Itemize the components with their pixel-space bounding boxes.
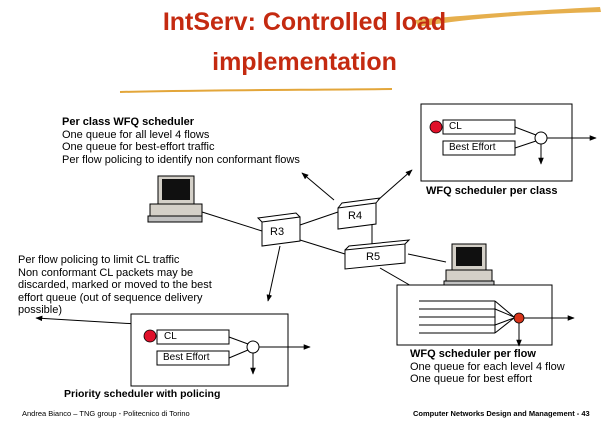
- queue-cl-top-label: CL: [449, 121, 462, 132]
- policing-line: possible): [18, 304, 63, 316]
- box-priority-scheduler: [130, 313, 289, 387]
- policing-line: Non conformant CL packets may be: [18, 266, 194, 279]
- slide-title-line1: IntServ: Controlled load: [162, 8, 447, 36]
- router-r4-label: R4: [348, 210, 363, 222]
- computer-left-icon: [147, 175, 203, 223]
- priority-scheduler-caption: Priority scheduler with policing: [64, 388, 221, 400]
- queue-be-bottom-label: Best Effort: [163, 352, 210, 363]
- footer-left: Andrea Bianco – TNG group - Politecnico …: [22, 409, 190, 418]
- cl-dot-top: [429, 120, 443, 134]
- scheduler-node-bottom: [246, 340, 260, 354]
- per-class-line: One queue for best-effort traffic: [62, 141, 215, 153]
- per-class-block: Per class WFQ scheduler One queue for al…: [62, 116, 300, 166]
- arrow-r4-to-perclass: [301, 172, 335, 201]
- cl-dot-bottom: [143, 329, 157, 343]
- link-r3-r5: [299, 239, 346, 255]
- policing-line: effort queue (out of sequence delivery: [18, 291, 203, 304]
- link-r5-pc: [407, 253, 447, 263]
- queue-be-top-label: Best Effort: [449, 142, 496, 153]
- router-r3: [256, 212, 301, 247]
- per-class-line: Per flow policing to identify non confor…: [62, 153, 300, 166]
- footer-right: Computer Networks Design and Management …: [413, 409, 590, 418]
- link-r3-r4: [299, 211, 339, 226]
- scheduler-node-top: [534, 131, 548, 145]
- arrow-r3-to-bottombox: [266, 245, 281, 302]
- flow-scheduler-dot: [513, 312, 525, 324]
- wfq-per-flow-line: One queue for each level 4 flow: [410, 360, 565, 373]
- per-class-heading: Per class WFQ scheduler: [62, 116, 195, 128]
- flow-queues: [419, 300, 515, 334]
- wfq-per-class-caption: WFQ scheduler per class: [426, 185, 558, 197]
- slide-title-line2: implementation: [212, 48, 397, 76]
- queue-be-bottom-out: [228, 349, 249, 359]
- router-r3-label: R3: [270, 226, 285, 238]
- wfq-per-flow-caption: WFQ scheduler per flow One queue for eac…: [410, 348, 565, 386]
- wfq-per-flow-heading: WFQ scheduler per flow: [410, 348, 536, 360]
- queue-be-top-out: [514, 140, 537, 149]
- title-highlight-stroke: [415, 7, 601, 27]
- per-class-line: One queue for all level 4 flows: [62, 128, 210, 141]
- title-underline-stroke: [119, 88, 393, 93]
- link-pc-r3: [201, 211, 263, 232]
- router-r4: [337, 197, 382, 230]
- queue-cl-top-out: [514, 126, 537, 136]
- router-r5: [344, 239, 411, 270]
- policing-line: discarded, marked or moved to the best: [18, 279, 212, 291]
- policing-line: Per flow policing to limit CL traffic: [18, 254, 180, 266]
- wfq-per-flow-line: One queue for best effort: [410, 373, 533, 385]
- router-r5-label: R5: [366, 251, 381, 263]
- computer-right-icon: [443, 243, 495, 288]
- arrow-r4-to-topbox: [377, 169, 413, 201]
- queue-cl-bottom-label: CL: [164, 331, 177, 342]
- box-wfq-per-flow: [396, 284, 553, 346]
- queue-cl-bottom-out: [228, 336, 249, 345]
- policing-block: Per flow policing to limit CL traffic No…: [18, 254, 212, 317]
